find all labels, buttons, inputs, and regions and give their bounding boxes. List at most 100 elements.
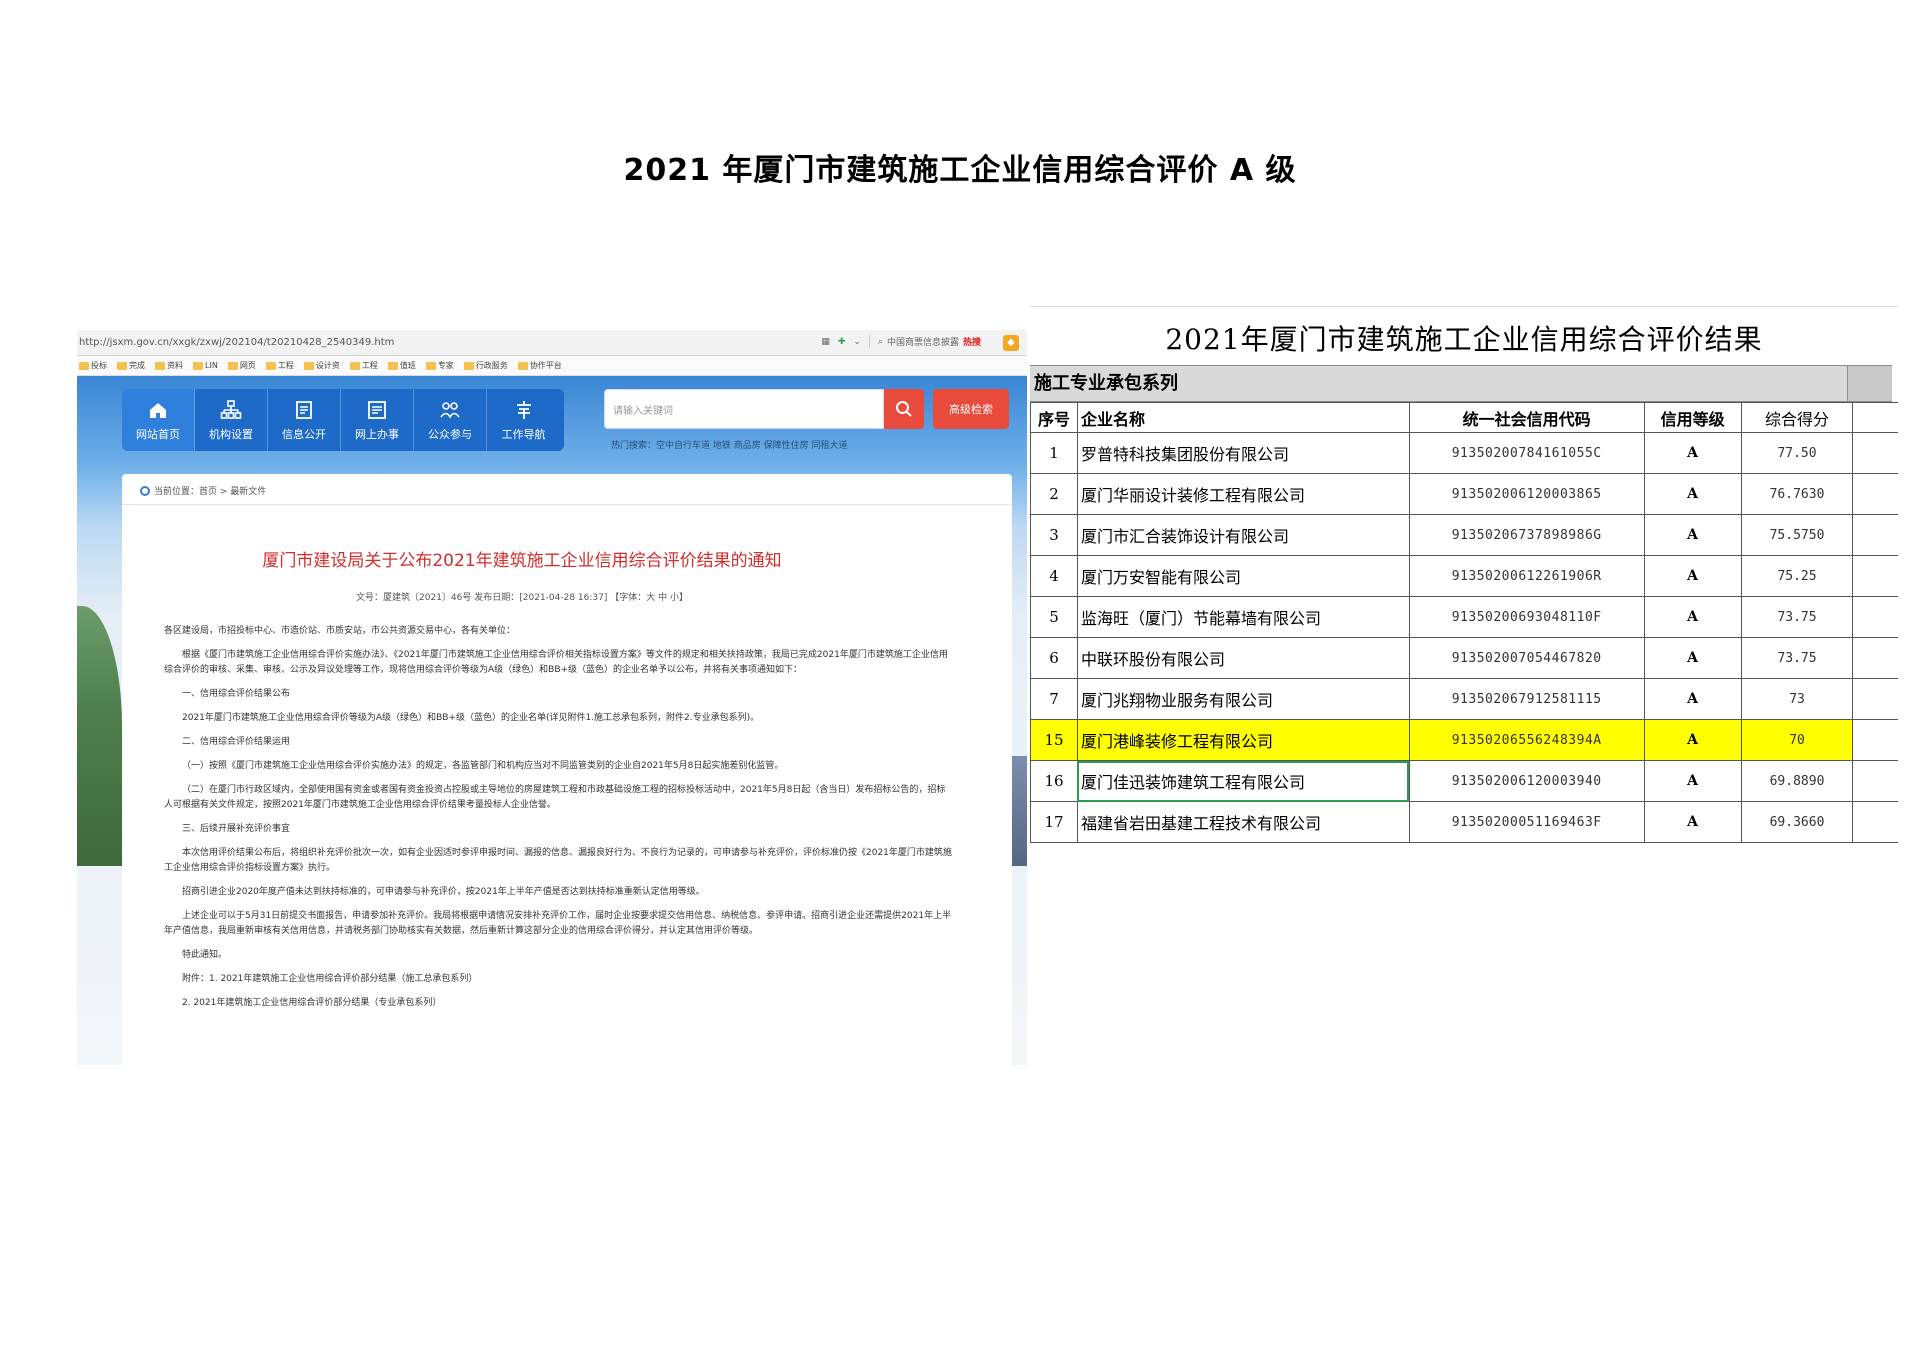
empty-cell[interactable] <box>1852 719 1898 761</box>
grade-cell[interactable]: A <box>1643 719 1742 761</box>
score-cell[interactable]: 69.8890 <box>1740 760 1854 802</box>
empty-cell[interactable] <box>1852 801 1898 843</box>
company-name-cell[interactable]: 厦门佳迅装饰建筑工程有限公司 <box>1076 760 1410 802</box>
plus-icon[interactable]: ✚ <box>837 336 846 347</box>
bookmark-item[interactable]: 协作平台 <box>517 360 562 371</box>
grade-cell[interactable]: A <box>1643 760 1742 802</box>
nav-item[interactable]: 工作导航 <box>487 389 560 451</box>
address-url[interactable]: http://jsxm.gov.cn/xxgk/zxwj/202104/t202… <box>79 337 395 348</box>
credit-code-cell[interactable]: 913502006120003940 <box>1408 760 1645 802</box>
seq-cell[interactable]: 2 <box>1030 473 1078 515</box>
credit-code-cell[interactable]: 913502007054467820 <box>1408 637 1645 679</box>
bookmark-item[interactable]: LIN <box>193 361 218 370</box>
score-cell[interactable]: 73.75 <box>1740 596 1854 638</box>
grade-cell[interactable]: A <box>1643 514 1742 556</box>
grade-cell[interactable]: A <box>1643 555 1742 597</box>
credit-code-cell[interactable]: 91350206556248394A <box>1408 719 1645 761</box>
credit-code-cell[interactable]: 91350200051169463F <box>1408 801 1645 843</box>
empty-cell[interactable] <box>1852 760 1898 802</box>
empty-cell[interactable] <box>1852 637 1898 679</box>
grid-icon[interactable]: ▦ <box>821 336 830 347</box>
score-cell[interactable]: 77.50 <box>1740 432 1854 474</box>
score-cell[interactable]: 75.5750 <box>1740 514 1854 556</box>
empty-cell[interactable] <box>1852 555 1898 597</box>
grade-cell[interactable]: A <box>1643 596 1742 638</box>
company-name-cell[interactable]: 厦门兆翔物业服务有限公司 <box>1076 678 1410 720</box>
bookmark-item[interactable]: 网页 <box>227 360 256 371</box>
notice-paragraph[interactable]: 2. 2021年建筑施工企业信用综合评价部分结果（专业承包系列） <box>182 998 442 1008</box>
folder-icon <box>463 361 474 370</box>
divider <box>122 504 1012 505</box>
empty-cell[interactable] <box>1852 596 1898 638</box>
score-cell[interactable]: 73.75 <box>1740 637 1854 679</box>
score-cell[interactable]: 69.3660 <box>1740 801 1854 843</box>
company-name-cell[interactable]: 罗普特科技集团股份有限公司 <box>1076 432 1410 474</box>
credit-code-cell[interactable]: 91350200612261906R <box>1408 555 1645 597</box>
credit-code-cell[interactable]: 913502067912581115 <box>1408 678 1645 720</box>
grade-cell[interactable]: A <box>1643 637 1742 679</box>
company-name-cell[interactable]: 厦门华丽设计装修工程有限公司 <box>1076 473 1410 515</box>
shield-icon[interactable]: ◆ <box>1003 335 1019 351</box>
seq-cell[interactable]: 7 <box>1030 678 1078 720</box>
bookmark-item[interactable]: 设计资 <box>303 360 340 371</box>
folder-icon <box>155 361 165 370</box>
folder-icon <box>425 361 436 370</box>
company-name-cell[interactable]: 中联环股份有限公司 <box>1076 637 1410 679</box>
score-cell[interactable]: 75.25 <box>1740 555 1854 597</box>
folder-icon <box>227 361 238 370</box>
seq-cell[interactable]: 1 <box>1030 432 1078 474</box>
bookmark-item[interactable]: 投标 <box>79 360 107 371</box>
notice-paragraph: 一、信用综合评价结果公布 <box>182 689 291 699</box>
credit-code-cell[interactable]: 91350200784161055C <box>1408 432 1645 474</box>
advanced-search-button[interactable]: 高级检索 <box>933 389 1009 429</box>
nav-item[interactable]: 公众参与 <box>414 389 487 451</box>
search-input[interactable]: 请输入关键词 <box>604 389 884 429</box>
grade-cell[interactable]: A <box>1643 432 1742 474</box>
breadcrumb-text[interactable]: 当前位置：首页 > 最新文件 <box>154 487 267 497</box>
company-name-cell[interactable]: 监海旺（厦门）节能幕墙有限公司 <box>1076 596 1410 638</box>
notice-paragraph[interactable]: 附件：1. 2021年建筑施工企业信用综合评价部分结果（施工总承包系列） <box>182 974 478 984</box>
empty-cell[interactable] <box>1852 514 1898 556</box>
credit-code-cell[interactable]: 913502006120003865 <box>1408 473 1645 515</box>
company-name-cell[interactable]: 厦门万安智能有限公司 <box>1076 555 1410 597</box>
grade-cell[interactable]: A <box>1643 678 1742 720</box>
nav-item[interactable]: 机构设置 <box>195 389 268 451</box>
seq-cell[interactable]: 6 <box>1030 637 1078 679</box>
grade-cell[interactable]: A <box>1643 801 1742 843</box>
company-name-cell[interactable]: 厦门港峰装修工程有限公司 <box>1076 719 1410 761</box>
credit-code-cell[interactable]: 91350200693048110F <box>1408 596 1645 638</box>
nav-item[interactable]: 网上办事 <box>341 389 414 451</box>
home-icon <box>150 402 166 418</box>
search-button[interactable] <box>884 389 924 429</box>
browser-search[interactable]: ⌕ 中国商票信息披露 热搜 <box>868 335 981 348</box>
seq-cell[interactable]: 15 <box>1030 719 1078 761</box>
bookmark-label: 行政服务 <box>475 361 508 370</box>
score-cell[interactable]: 76.7630 <box>1740 473 1854 515</box>
nav-item[interactable]: 信息公开 <box>268 389 341 451</box>
seq-cell[interactable]: 5 <box>1030 596 1078 638</box>
credit-code-cell[interactable]: 91350206737898986G <box>1408 514 1645 556</box>
bookmark-item[interactable]: 资料 <box>155 360 183 371</box>
address-bar[interactable]: http://jsxm.gov.cn/xxgk/zxwj/202104/t202… <box>77 330 1027 356</box>
bookmark-item[interactable]: 专家 <box>425 360 454 371</box>
chevron-down-icon[interactable]: ⌄ <box>853 336 861 347</box>
bookmark-item[interactable]: 工程 <box>349 360 378 371</box>
nav-item[interactable]: 网站首页 <box>122 389 195 451</box>
bookmark-item[interactable]: 值班 <box>387 360 416 371</box>
website-area: 网站首页机构设置信息公开网上办事公众参与工作导航 请输入关键词 高级检索 热门搜… <box>77 376 1027 1065</box>
score-cell[interactable]: 70 <box>1740 719 1854 761</box>
seq-cell[interactable]: 4 <box>1030 555 1078 597</box>
seq-cell[interactable]: 17 <box>1030 801 1078 843</box>
empty-cell[interactable] <box>1852 432 1898 474</box>
empty-cell[interactable] <box>1852 473 1898 515</box>
seq-cell[interactable]: 16 <box>1030 760 1078 802</box>
grade-cell[interactable]: A <box>1643 473 1742 515</box>
company-name-cell[interactable]: 福建省岩田基建工程技术有限公司 <box>1076 801 1410 843</box>
seq-cell[interactable]: 3 <box>1030 514 1078 556</box>
bookmark-item[interactable]: 完成 <box>117 360 145 371</box>
bookmark-item[interactable]: 工程 <box>265 360 294 371</box>
bookmark-item[interactable]: 行政服务 <box>463 360 508 371</box>
company-name-cell[interactable]: 厦门市汇合装饰设计有限公司 <box>1076 514 1410 556</box>
score-cell[interactable]: 73 <box>1740 678 1854 720</box>
empty-cell[interactable] <box>1852 678 1898 720</box>
